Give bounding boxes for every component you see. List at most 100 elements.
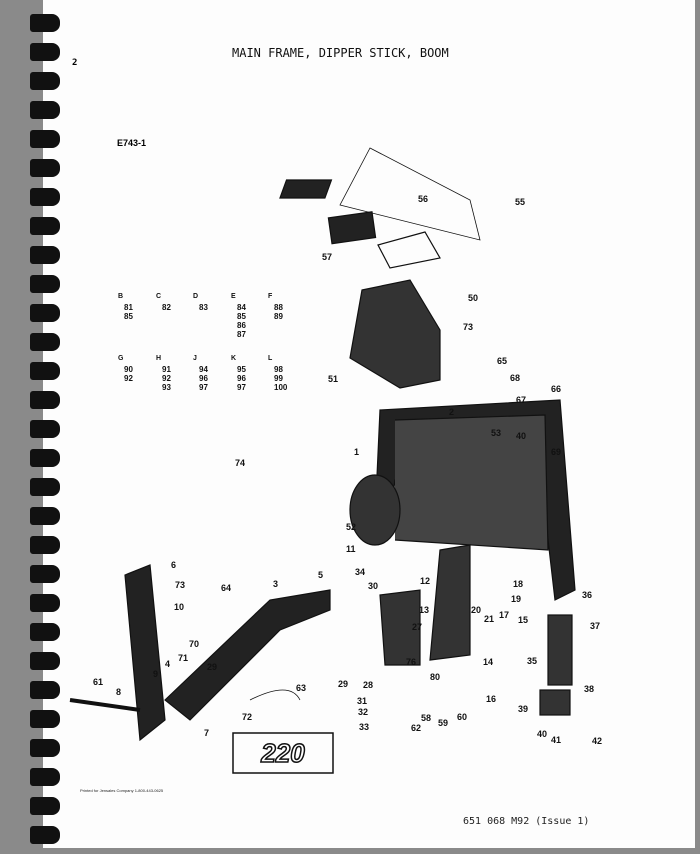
part-callout-69: 69 (551, 447, 562, 457)
hardware-group-letter: B (118, 293, 124, 300)
part-callout-36: 36 (582, 590, 593, 600)
part-callout-40: 40 (516, 431, 527, 441)
hardware-part-number: 94 (199, 365, 208, 374)
seat-pad-57 (327, 211, 377, 245)
part-callout-14: 14 (483, 657, 494, 667)
binding-ring (30, 623, 60, 641)
part-callout-19: 19 (511, 594, 522, 604)
hardware-part-number: 92 (124, 374, 133, 383)
hardware-group-letter: D (193, 293, 199, 300)
hardware-part-number: 91 (162, 365, 171, 374)
binding-ring (30, 246, 60, 264)
swing-post-27 (379, 589, 421, 666)
binding-ring (30, 826, 60, 844)
dipper-stick-6 (124, 564, 166, 742)
part-callout-29: 29 (338, 679, 349, 689)
part-callout-59: 59 (438, 718, 449, 728)
part-callout-3: 3 (273, 579, 279, 589)
part-38 (539, 689, 571, 716)
part-callout-20: 20 (471, 605, 482, 615)
binding-ring (30, 768, 60, 786)
part-callout-60: 60 (457, 712, 468, 722)
part-callout-10: 10 (174, 602, 185, 612)
part-callout-11: 11 (346, 544, 356, 554)
part-callout-80: 80 (430, 672, 441, 682)
hardware-group-letter: K (231, 355, 237, 362)
seat-group-bracket (339, 147, 481, 241)
hardware-group-letter: F (268, 293, 273, 300)
binding-ring (30, 14, 60, 32)
binding-ring (30, 275, 60, 293)
decal-220: 220 (260, 738, 305, 768)
figure-id: E743-1 (117, 138, 147, 148)
binding-ring (30, 217, 60, 235)
hardware-part-number: 84 (237, 303, 246, 312)
boom-3 (164, 589, 331, 721)
binding-ring (30, 72, 60, 90)
hardware-part-number: 86 (237, 321, 246, 330)
part-callout-30: 30 (368, 581, 379, 591)
part-callout-55: 55 (515, 197, 526, 207)
part-callout-39: 39 (518, 704, 529, 714)
part-callout-18: 18 (513, 579, 524, 589)
part-callout-33: 33 (359, 722, 370, 732)
hardware-part-number: 99 (274, 374, 283, 383)
hardware-part-number: 85 (237, 312, 246, 321)
part-callout-66: 66 (551, 384, 562, 394)
part-callout-31: 31 (357, 696, 368, 706)
part-callout-52: 52 (346, 522, 357, 532)
part-callout-57: 57 (322, 252, 333, 262)
hardware-part-number: 96 (199, 374, 208, 383)
binding-ring (30, 159, 60, 177)
binding-ring (30, 652, 60, 670)
part-callout-56: 56 (418, 194, 429, 204)
binding-ring (30, 594, 60, 612)
part-35 (547, 614, 573, 686)
hardware-group-letter: E (231, 293, 236, 300)
hardware-part-number: 96 (237, 374, 246, 383)
part-callout-2: 2 (449, 407, 455, 417)
binding-ring (30, 130, 60, 148)
page-title: MAIN FRAME, DIPPER STICK, BOOM (232, 46, 449, 60)
part-callout-74: 74 (235, 458, 246, 468)
part-callout-64: 64 (221, 583, 232, 593)
hardware-part-number: 87 (237, 330, 246, 339)
hardware-part-number: 88 (274, 303, 283, 312)
part-callout-40: 40 (537, 729, 548, 739)
part-callout-27: 27 (412, 622, 423, 632)
decal-box (232, 732, 334, 774)
part-callout-28: 28 (363, 680, 374, 690)
part-callout-13: 13 (419, 605, 430, 615)
part-callout-51: 51 (328, 374, 339, 384)
part-callout-6: 6 (171, 560, 177, 570)
part-callout-53: 53 (491, 428, 502, 438)
document-number: 651 068 M92 (Issue 1) (463, 816, 590, 827)
binding-ring (30, 797, 60, 815)
hardware-part-number: 90 (124, 365, 133, 374)
part-callout-62: 62 (411, 723, 422, 733)
swivel-52 (349, 474, 401, 546)
hardware-part-number: 97 (237, 383, 246, 392)
swing-post-13 (429, 544, 471, 661)
part-callout-73: 73 (175, 580, 186, 590)
hardware-part-number: 95 (237, 365, 246, 374)
part-callout-12: 12 (420, 576, 431, 586)
part-callout-70: 70 (189, 639, 200, 649)
hardware-group-letter: G (118, 355, 124, 362)
part-callout-63: 63 (296, 683, 307, 693)
seat-frame (377, 231, 441, 269)
binding-ring (30, 391, 60, 409)
binding-ring (30, 188, 60, 206)
hardware-part-number: 83 (199, 303, 208, 312)
hardware-part-number: 97 (199, 383, 208, 392)
binding-ring (30, 681, 60, 699)
hardware-part-number: 81 (124, 303, 133, 312)
binding-ring (30, 420, 60, 438)
hardware-part-number: 98 (274, 365, 283, 374)
binding-ring (30, 536, 60, 554)
binding-ring (30, 101, 60, 119)
seat-pad-56 (279, 179, 333, 199)
part-callout-50: 50 (468, 293, 479, 303)
hardware-part-number: 100 (274, 383, 288, 392)
